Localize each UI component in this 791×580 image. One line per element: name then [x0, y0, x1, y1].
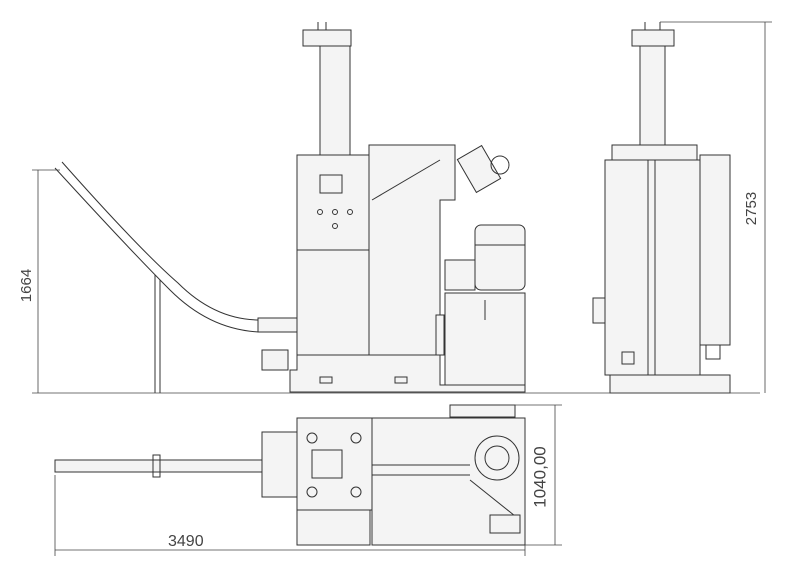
top-view	[54, 404, 526, 546]
dimension-lines	[32, 21, 772, 556]
end-view	[592, 22, 731, 394]
dimension-length-total: 3490	[168, 533, 204, 550]
dimension-width-top-view: 1040,00	[530, 446, 550, 508]
dimension-height-total: 2753	[743, 191, 761, 226]
dimension-height-conveyor: 1664	[18, 268, 36, 303]
side-view	[54, 22, 526, 393]
